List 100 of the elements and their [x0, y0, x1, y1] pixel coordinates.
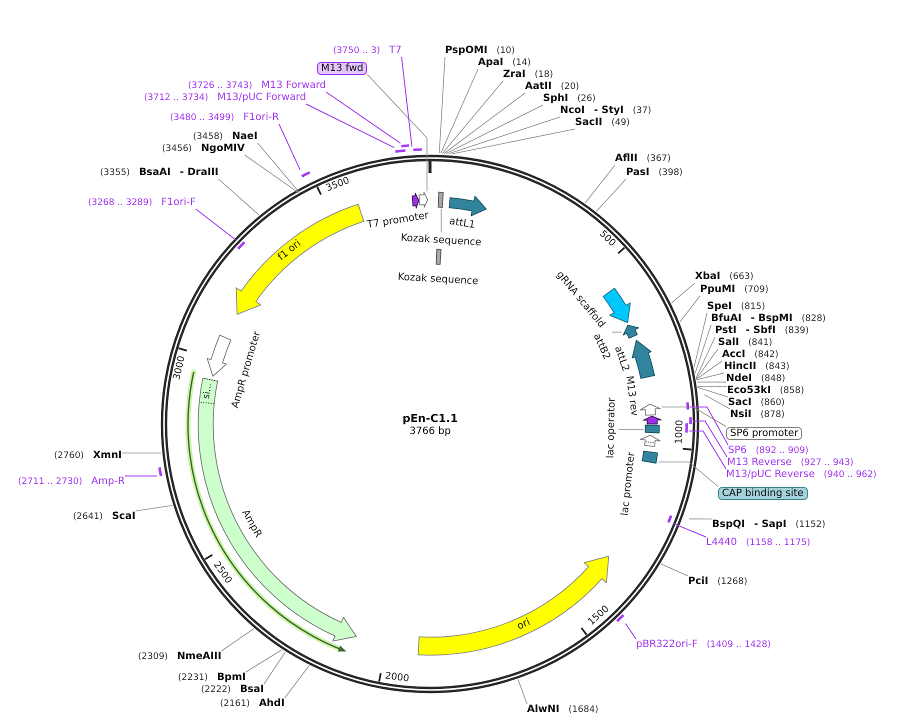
enzyme-name: BfuAI — [711, 313, 742, 325]
scale-label: 3000 — [172, 354, 188, 381]
leader-line — [704, 394, 730, 410]
leader-line — [680, 296, 700, 322]
primer-binding-range: (3712 .. 3734) — [144, 92, 208, 104]
leader-line — [367, 74, 428, 192]
leader-line — [452, 128, 576, 154]
enzyme-name: BpmI — [216, 672, 246, 684]
feature-label: Kozak sequence — [400, 232, 482, 249]
leader-line — [696, 348, 718, 380]
binding-site-bar — [640, 450, 658, 465]
primer-name: F1ori-F — [161, 197, 196, 209]
primer-binding-mark — [300, 170, 312, 178]
cut-site-position: (18) — [534, 69, 554, 81]
cut-site-position: (843) — [765, 361, 790, 373]
enzyme-name: SacII — [575, 117, 602, 129]
leader-line — [401, 56, 412, 148]
leader-line — [444, 92, 526, 154]
cut-site-position: (3458) — [193, 131, 223, 143]
enzyme-name: ZraI — [503, 69, 526, 81]
leader-line — [696, 372, 724, 380]
cut-site-position: (1268) — [717, 576, 748, 588]
feature-tag: SP6 promoter — [726, 426, 802, 440]
feature-label: si... — [200, 382, 216, 400]
enzyme-name: AhdI — [258, 698, 285, 710]
cut-site-position: (842) — [754, 349, 779, 361]
leader-line — [661, 406, 726, 427]
scale-label: 2000 — [384, 671, 410, 684]
plasmid-size: 3766 bp — [410, 424, 451, 438]
primer-name: T7 — [389, 45, 402, 57]
enzyme-name: - DraIII — [180, 167, 219, 179]
primer-binding-range: (3750 .. 3) — [333, 45, 380, 57]
enzyme-name: ScaI — [112, 511, 136, 523]
enzyme-name: - SapI — [754, 519, 786, 531]
enzyme-name: - SbfI — [746, 325, 776, 337]
feature-label: f1 ori — [276, 238, 304, 264]
primer-binding-mark — [666, 514, 674, 524]
enzyme-name: BsaI — [240, 684, 264, 696]
enzyme-name: PasI — [626, 167, 650, 179]
leader-line — [518, 678, 528, 704]
enzyme-name: SalI — [718, 337, 740, 349]
cut-site-position: (709) — [744, 284, 768, 296]
feature-label: T7 promoter — [366, 210, 430, 232]
cut-site-position: (1152) — [795, 519, 826, 531]
feature-label: lac operator — [605, 398, 619, 458]
enzyme-name: AflII — [615, 153, 638, 165]
enzyme-name: BsaAI — [138, 167, 171, 179]
primer-name: F1ori-R — [243, 112, 279, 124]
leader-line — [697, 386, 728, 387]
cut-site-position: (2641) — [73, 511, 103, 523]
enzyme-name: PstI — [715, 325, 737, 337]
enzyme-name: - StyI — [594, 105, 624, 117]
scale-label: 3500 — [325, 176, 352, 194]
primer-name: M13/pUC Forward — [217, 92, 306, 104]
enzyme-name: AccI — [722, 349, 746, 361]
feature-label: attL2 — [611, 344, 631, 374]
feature-label: M13 rev — [622, 375, 640, 417]
leader-line — [584, 164, 616, 204]
primer-binding-mark — [688, 416, 693, 426]
leader-line — [660, 564, 688, 576]
leader-line — [692, 420, 728, 458]
feature-label: lac promoter — [620, 452, 638, 516]
feature-label: ori — [515, 617, 532, 634]
cut-site-position: (398) — [658, 167, 683, 179]
primer-binding-range: (1409 .. 1428) — [706, 639, 771, 651]
leader-line — [284, 665, 310, 698]
primer-binding-mark — [236, 240, 246, 251]
leader-line — [221, 628, 254, 652]
enzyme-name: NcoI — [560, 105, 585, 117]
leader-line — [618, 428, 644, 430]
leader-line — [442, 80, 504, 154]
cut-site-position: (10) — [496, 45, 515, 57]
cut-site-position: (2231) — [178, 672, 208, 684]
recombination-site-feature — [622, 324, 640, 339]
enzyme-name: PpuMI — [700, 284, 736, 296]
primer-binding-range: (892 .. 909) — [756, 445, 809, 457]
primer-binding-mark — [394, 148, 407, 154]
promoter-feature — [639, 402, 662, 416]
cut-site-position: (26) — [577, 93, 596, 105]
primer-binding-range: (2711 .. 2730) — [18, 476, 82, 488]
leader-line — [440, 68, 478, 154]
enzyme-name: PspOMI — [445, 45, 488, 57]
enzyme-name: NmeAIII — [176, 651, 222, 663]
leader-line — [448, 116, 560, 154]
primer-binding-mark — [156, 466, 164, 477]
enzyme-name: - BspMI — [750, 313, 793, 325]
plasmid-name: pEn-C1.1 — [402, 412, 458, 424]
primer-binding-range: (927 .. 943) — [800, 457, 854, 469]
leader-line — [696, 360, 722, 380]
leader-line — [612, 332, 622, 333]
cut-site-position: (858) — [780, 385, 804, 397]
enzyme-name: BspQI — [712, 519, 745, 531]
leader-line — [244, 154, 299, 194]
enzyme-name: SpeI — [707, 301, 732, 313]
leader-line — [135, 504, 173, 512]
leader-line — [670, 282, 696, 304]
operator-bar — [644, 424, 660, 434]
primer-binding-range: (3480 .. 3499) — [170, 112, 234, 124]
cut-site-position: (14) — [512, 57, 531, 69]
enzyme-name: SphI — [543, 93, 568, 105]
